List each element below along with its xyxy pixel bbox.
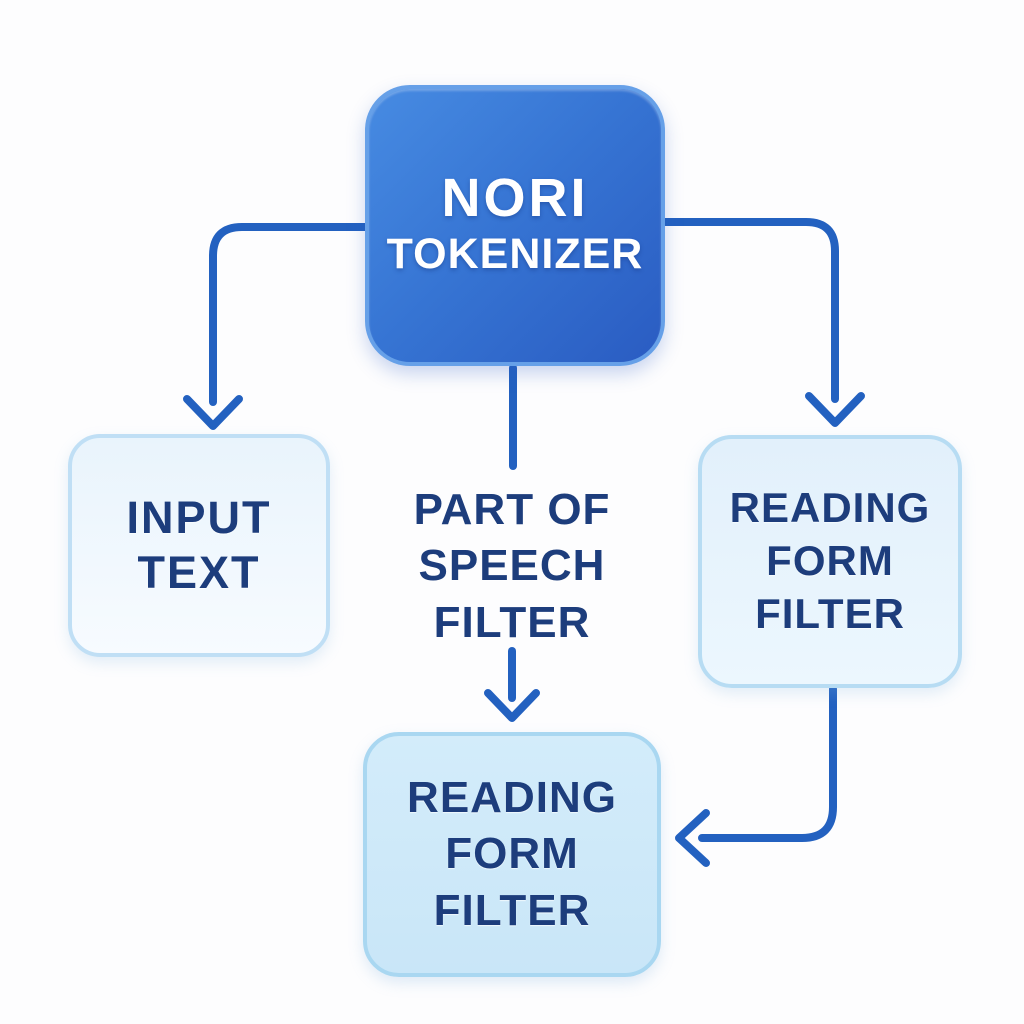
node-reading-form-filter-bottom-line3: FILTER [433,885,591,935]
node-nori-tokenizer-label-line2: TOKENIZER [386,230,644,279]
label-part-of-speech-filter-line1: PART OF [413,485,611,534]
node-reading-form-filter-bottom-line2: FORM [445,829,579,879]
node-reading-form-filter-right-line3: FILTER [755,589,905,637]
label-part-of-speech-filter-line2: SPEECH [418,541,606,591]
arrow-down-icon [484,689,540,722]
node-nori-tokenizer-label-line1: NORI [441,167,589,228]
edge-reading-to-bottom-line [698,685,837,842]
label-part-of-speech-filter-line3: FILTER [433,597,591,647]
node-input-text-label-line1: INPUT [126,491,272,543]
node-reading-form-filter-bottom: READING FORM FILTER [363,732,661,977]
arrow-down-icon [183,395,243,430]
arrow-down-icon [805,392,865,427]
node-reading-form-filter-right-line1: READING [729,484,931,532]
node-reading-form-filter-bottom-line1: READING [407,773,617,823]
node-nori-tokenizer: NORI TOKENIZER [365,85,665,366]
edge-tokenizer-to-reading-line [661,218,839,403]
node-reading-form-filter-right-line2: FORM [766,537,894,585]
label-part-of-speech-filter: PART OF SPEECH FILTER [382,482,642,651]
edge-tokenizer-to-input-line [209,223,369,406]
node-reading-form-filter-right: READING FORM FILTER [698,435,962,688]
arrow-left-icon [675,809,710,867]
node-input-text: INPUT TEXT [68,434,330,657]
node-input-text-label-line2: TEXT [137,546,261,598]
